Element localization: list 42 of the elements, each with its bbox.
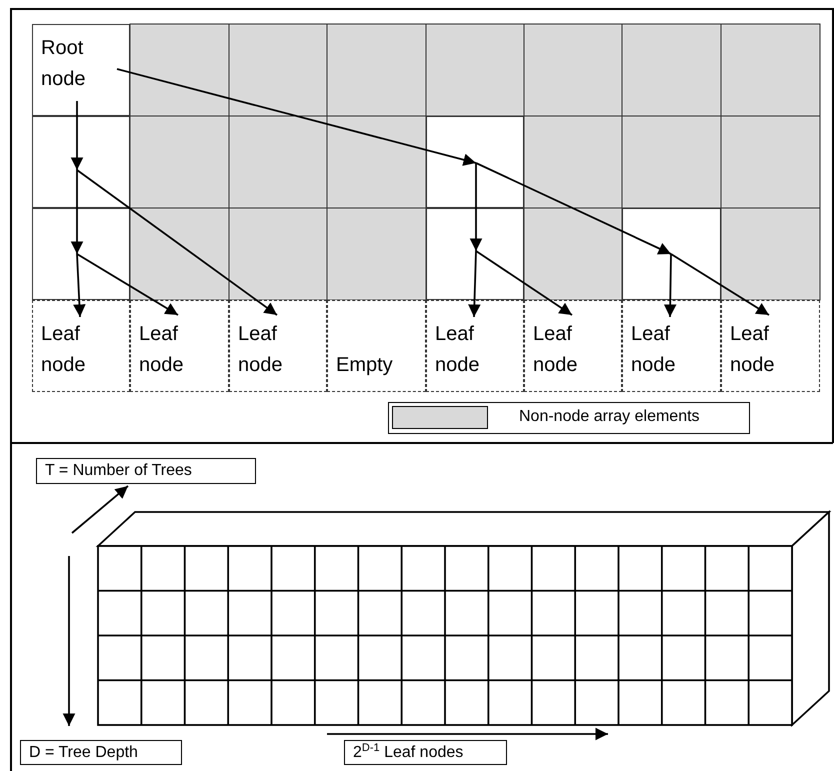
- arrow: [664, 254, 676, 318]
- arrow: [476, 162, 672, 255]
- arrow: [116, 68, 476, 166]
- axis-label: T = Number of Trees: [44, 461, 193, 481]
- leaf-cell: [32, 300, 130, 392]
- arrow: [470, 163, 482, 251]
- array-cell: [32, 208, 130, 300]
- node-label: Leaf node: [41, 322, 86, 378]
- axis-label: 2$^{D-1}$ Leaf nodes: [352, 742, 464, 763]
- leaf-cell: [622, 300, 721, 392]
- label-box: [36, 458, 256, 484]
- arrow: [70, 170, 84, 254]
- array-cell: [32, 116, 130, 208]
- arrow: [76, 169, 278, 316]
- array-cell: [426, 208, 524, 300]
- node-label: Leaf node: [435, 322, 480, 378]
- leaf-cell: [524, 300, 622, 392]
- arrow: [476, 250, 572, 316]
- leaf-cell: [229, 300, 327, 392]
- array-cell: [32, 24, 130, 116]
- node-label: Leaf node: [238, 322, 284, 378]
- node-label: Empty: [336, 353, 394, 378]
- arrow: [670, 253, 770, 316]
- arrow: [73, 254, 86, 318]
- node-label: Root node: [41, 36, 86, 92]
- node-label: Leaf node: [730, 322, 776, 378]
- label-box: [20, 740, 182, 765]
- axis-label: D = Tree Depth: [28, 743, 139, 763]
- node-label: Leaf node: [631, 322, 676, 378]
- label-box: [344, 740, 507, 765]
- leaf-cell: [130, 300, 229, 392]
- node-label: Leaf node: [139, 322, 184, 378]
- arrow: [70, 101, 84, 170]
- leaf-cell: [721, 300, 820, 392]
- legend-label: Non-node array elements: [519, 408, 700, 426]
- arrow: [468, 250, 481, 318]
- node-label: Leaf node: [533, 322, 578, 378]
- leaf-cell: [327, 300, 426, 392]
- array-cell: [622, 208, 721, 300]
- array-cell: [426, 116, 524, 208]
- leaf-cell: [426, 300, 524, 392]
- arrow: [76, 253, 178, 316]
